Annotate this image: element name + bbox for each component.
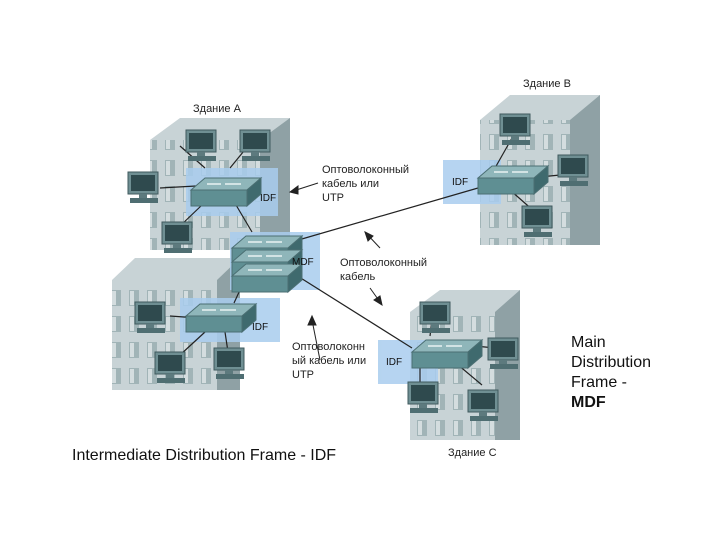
idf-label-a-top: IDF bbox=[260, 193, 277, 204]
mdf-caption-line: MDF bbox=[571, 394, 606, 411]
monitor-icon bbox=[557, 154, 589, 187]
building-c-label: Здание С bbox=[448, 447, 497, 459]
building-a-label: Здание А bbox=[193, 103, 241, 115]
link-label-middle: Оптоволоконный кабель bbox=[340, 257, 428, 283]
idf-switch-a-bottom bbox=[185, 303, 257, 333]
mdf-label: MDF bbox=[292, 257, 314, 268]
idf-label-b: IDF bbox=[452, 177, 469, 188]
idf-switch-a-top bbox=[190, 177, 262, 207]
monitor-icon bbox=[521, 205, 553, 238]
monitor-icon bbox=[499, 113, 531, 146]
idf-switch-c bbox=[411, 339, 483, 369]
idf-caption: Intermediate Distribution Frame - IDF bbox=[72, 447, 337, 464]
mdf-caption: Main Distribution Frame - MDF bbox=[571, 333, 651, 413]
monitor-icon bbox=[127, 171, 159, 204]
monitor-icon bbox=[487, 337, 519, 370]
monitor-icon bbox=[161, 221, 193, 254]
mdf-caption-line: Main bbox=[571, 334, 606, 351]
mdf-caption-line: Distribution bbox=[571, 354, 652, 371]
link-label-top: Оптоволоконный кабель или UTP bbox=[322, 164, 410, 204]
idf-switch-b bbox=[477, 165, 549, 195]
monitor-icon bbox=[467, 389, 499, 422]
monitor-icon bbox=[213, 347, 245, 380]
annotation-arrows bbox=[288, 182, 383, 361]
link-label-bottom: Оптоволоконн ый кабель или UTP bbox=[292, 341, 367, 381]
monitor-icon bbox=[185, 129, 217, 162]
monitor-icon bbox=[407, 381, 439, 414]
monitor-icon bbox=[154, 351, 186, 384]
building-b-label: Здание В bbox=[523, 78, 571, 90]
monitor-icon bbox=[134, 301, 166, 334]
monitor-icon bbox=[419, 301, 451, 334]
monitor-icon bbox=[239, 129, 271, 162]
idf-label-a-bottom: IDF bbox=[252, 322, 269, 333]
mdf-caption-line: Frame - bbox=[571, 374, 627, 391]
idf-label-c: IDF bbox=[386, 357, 403, 368]
